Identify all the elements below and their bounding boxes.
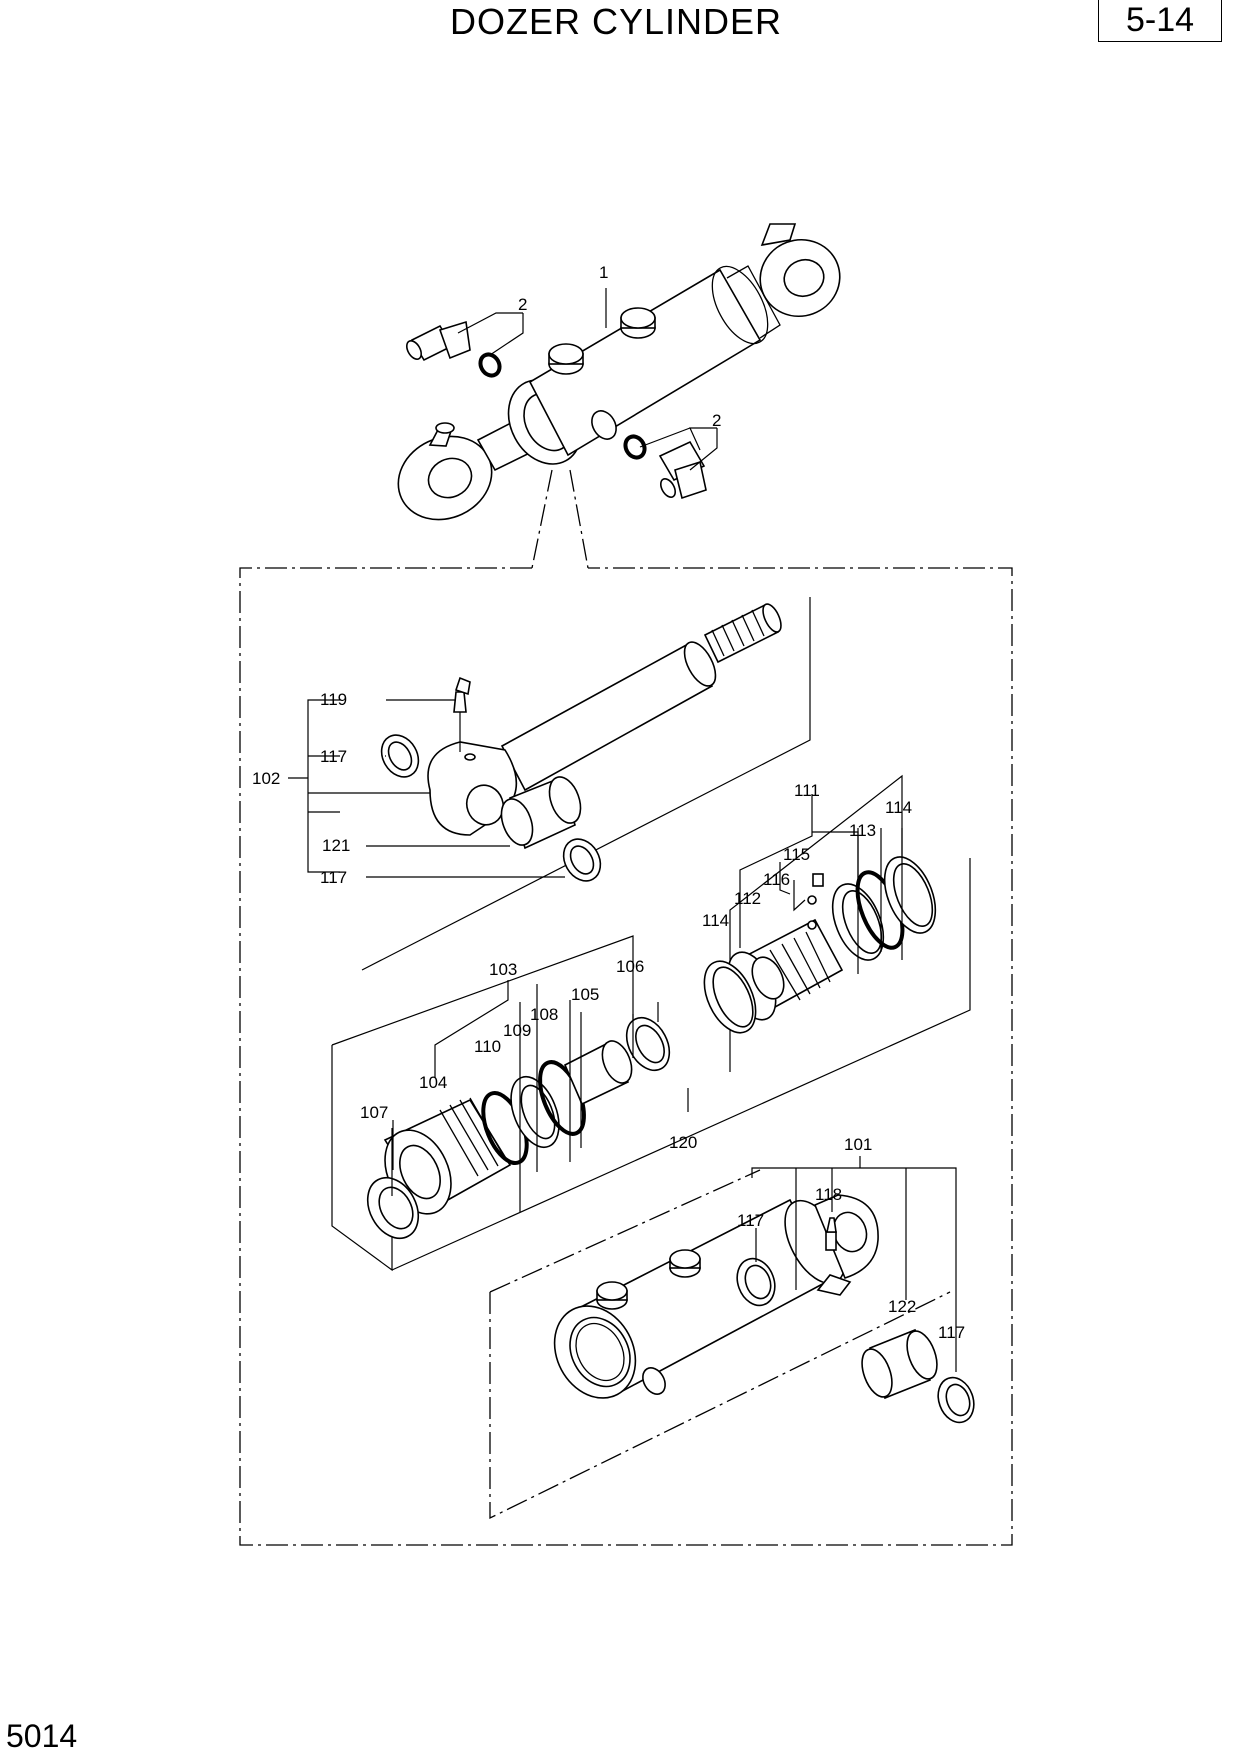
exploded-view-boundary [239, 567, 1013, 1546]
assembled-cylinder [397, 223, 841, 521]
document-number: 5014 [6, 1718, 78, 1754]
callout-117-tube-right: 117 [938, 1323, 965, 1342]
callout-119: 119 [320, 690, 347, 709]
callout-109: 109 [503, 1021, 531, 1040]
callout-2-left: 2 [518, 295, 527, 314]
page-number-badge: 5-14 [1098, 0, 1222, 42]
callout-103: 103 [489, 960, 517, 979]
callout-104: 104 [419, 1073, 447, 1092]
callout-102: 102 [252, 769, 280, 788]
callout-117-upper-left: 117 [320, 747, 347, 766]
callout-101: 101 [844, 1135, 872, 1154]
callout-1: 1 [599, 263, 608, 282]
callout-113: 113 [849, 821, 876, 840]
tube-assembly [489, 1169, 975, 1520]
callout-114-right: 114 [885, 798, 912, 817]
callout-117-tube-left: 117 [737, 1211, 764, 1230]
page-title: DOZER CYLINDER [449, 1, 783, 42]
callout-105: 105 [571, 985, 599, 1004]
callout-2-right: 2 [712, 411, 721, 430]
callout-110: 110 [474, 1037, 501, 1056]
callout-108: 108 [530, 1005, 558, 1024]
callout-115: 115 [783, 845, 810, 864]
callout-106: 106 [616, 957, 644, 976]
gland-and-piston-group [331, 774, 971, 1272]
callout-121: 121 [322, 836, 350, 855]
callout-116: 116 [763, 870, 790, 889]
callout-118: 118 [815, 1185, 842, 1204]
callout-120: 120 [669, 1133, 697, 1152]
callout-107: 107 [360, 1103, 388, 1122]
callout-112: 112 [734, 889, 761, 908]
callout-122: 122 [888, 1297, 916, 1316]
callout-114-left: 114 [702, 911, 729, 930]
callout-117-lower-left: 117 [320, 868, 347, 887]
rod-assembly [361, 597, 811, 971]
callout-111: 111 [794, 781, 820, 800]
